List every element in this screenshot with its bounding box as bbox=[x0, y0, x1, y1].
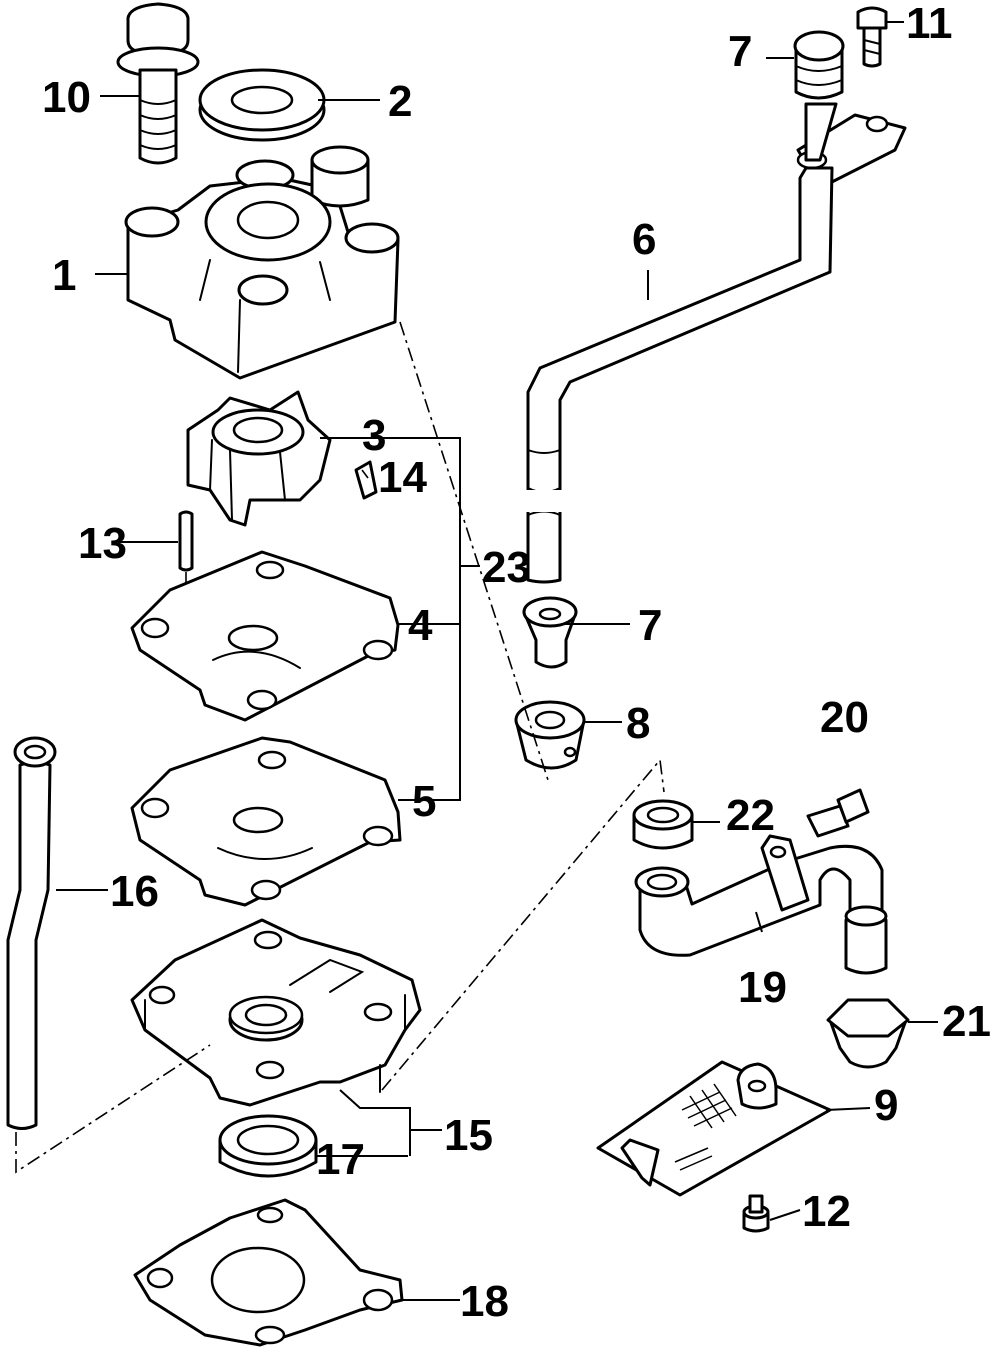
callout-11: 11 bbox=[906, 0, 953, 48]
seal-ring-icon bbox=[198, 68, 326, 142]
leader-lines bbox=[56, 21, 938, 1301]
oil-seal-icon bbox=[218, 1114, 318, 1178]
key-icon bbox=[354, 460, 378, 500]
callout-6: 6 bbox=[632, 215, 656, 264]
lower-case-icon bbox=[130, 918, 422, 1107]
screw-icon bbox=[856, 6, 888, 68]
impeller-icon bbox=[186, 390, 332, 527]
gasket-icon bbox=[133, 1198, 404, 1347]
hose-icon bbox=[6, 736, 57, 1130]
callout-21: 21 bbox=[942, 997, 990, 1046]
callout-19: 19 bbox=[738, 963, 787, 1012]
callout-16: 16 bbox=[110, 867, 159, 916]
callout-9: 9 bbox=[874, 1081, 898, 1130]
callout-10: 10 bbox=[42, 73, 91, 122]
pipe-icon bbox=[634, 834, 888, 975]
callout-8: 8 bbox=[626, 699, 650, 748]
callout-14: 14 bbox=[378, 453, 427, 502]
callout-1: 1 bbox=[52, 251, 76, 300]
gasket-plate-icon bbox=[130, 736, 402, 907]
screw-icon bbox=[742, 1194, 770, 1233]
plate-icon bbox=[596, 1060, 832, 1197]
water-tube-icon bbox=[526, 102, 907, 584]
grommet-icon bbox=[514, 700, 586, 770]
bolt-icon bbox=[116, 2, 200, 165]
callout-20: 20 bbox=[820, 693, 869, 742]
callout-12: 12 bbox=[802, 1187, 851, 1236]
callout-15: 15 bbox=[444, 1111, 493, 1160]
callout-13: 13 bbox=[78, 519, 127, 568]
callout-4: 4 bbox=[408, 601, 433, 650]
gasket-plate-icon bbox=[130, 550, 400, 722]
grommet-icon bbox=[522, 596, 578, 669]
callout-18: 18 bbox=[460, 1277, 509, 1326]
callout-7-lower: 7 bbox=[638, 601, 662, 650]
callout-labels: 10 2 1 3 14 13 23 4 5 16 15 17 18 11 7 6… bbox=[42, 0, 990, 1326]
callout-17: 17 bbox=[316, 1135, 365, 1184]
pump-case-icon bbox=[124, 145, 400, 380]
bolt-icon bbox=[806, 788, 870, 838]
callout-7-upper: 7 bbox=[728, 27, 752, 76]
callout-22: 22 bbox=[726, 791, 775, 840]
callout-5: 5 bbox=[412, 777, 436, 826]
callout-2: 2 bbox=[388, 77, 412, 126]
callout-23: 23 bbox=[482, 543, 531, 592]
ring-icon bbox=[632, 799, 694, 850]
grommet-icon bbox=[793, 30, 845, 100]
callout-3: 3 bbox=[362, 411, 386, 460]
assembly-lines bbox=[15, 321, 665, 1174]
grommet-icon bbox=[826, 998, 910, 1069]
